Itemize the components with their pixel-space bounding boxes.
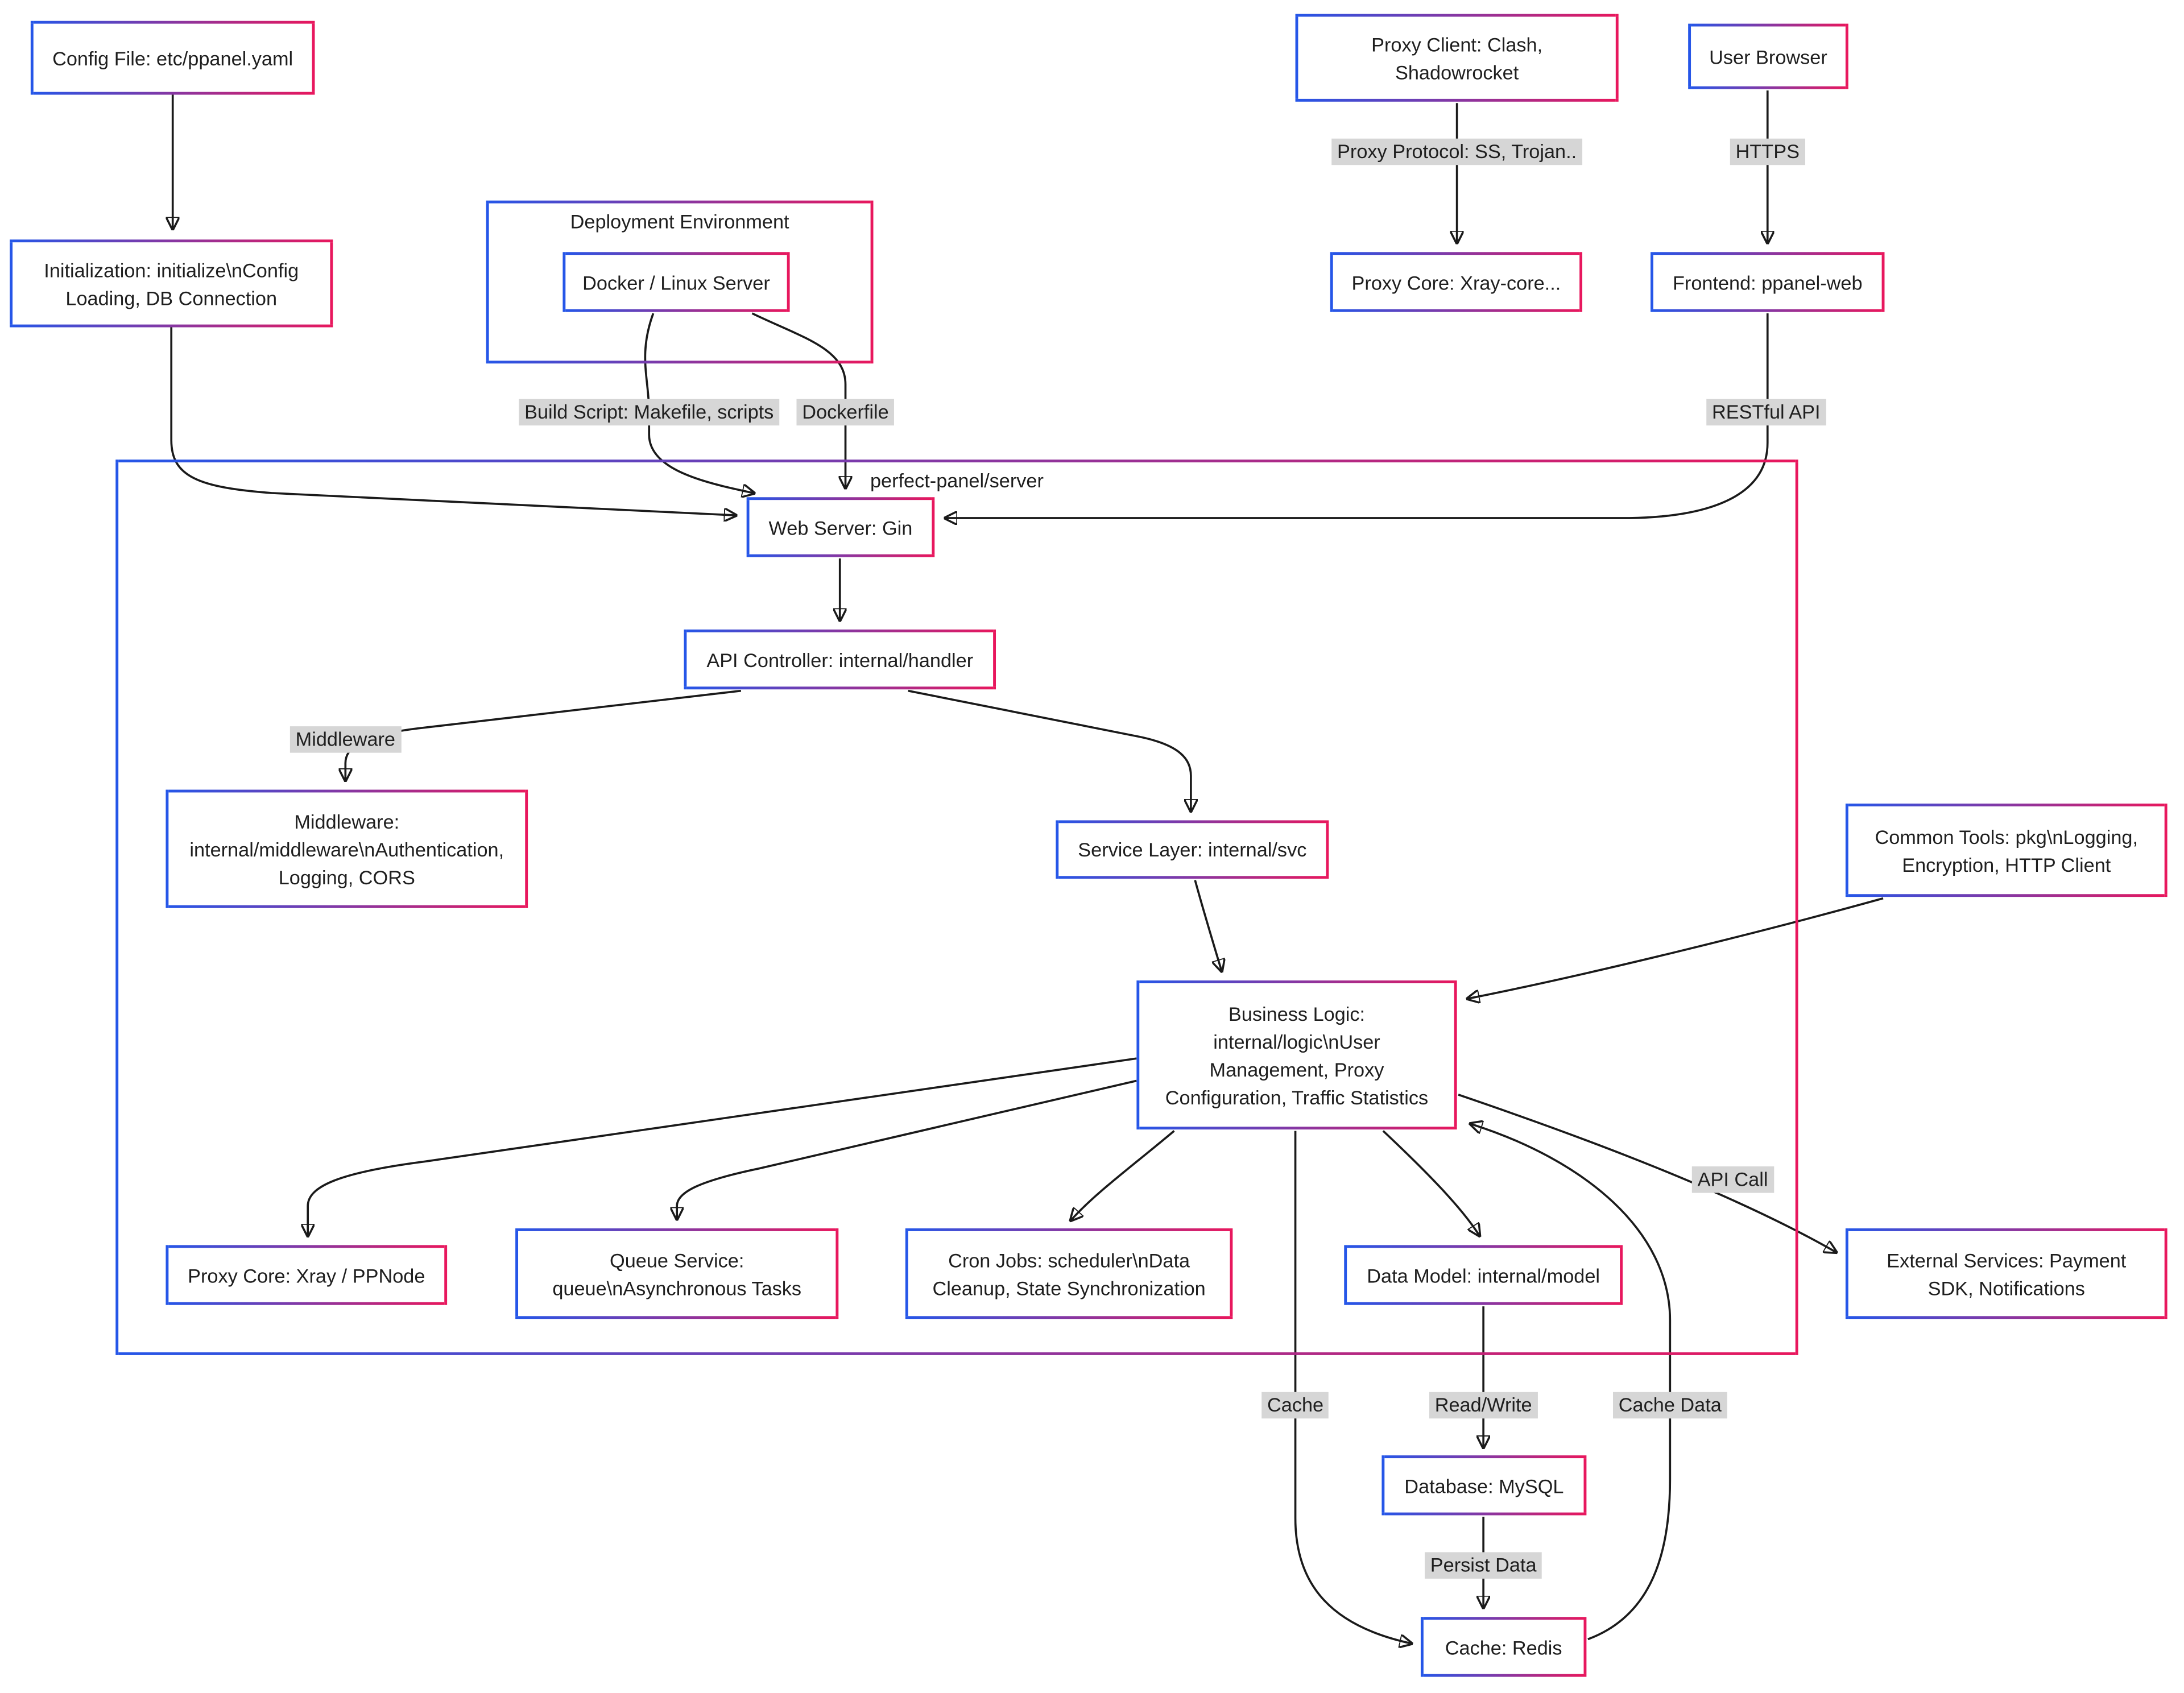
node-common-tools: Common Tools: pkg\nLogging, Encryption, …: [1845, 804, 2168, 897]
node-data-model: Data Model: internal/model: [1344, 1245, 1623, 1305]
node-cron-jobs-label-2: Cleanup, State Synchronization: [932, 1276, 1206, 1299]
edge-label-restful-api: RESTful API: [1706, 399, 1826, 426]
node-external-services-label-2: SDK, Notifications: [1927, 1276, 2085, 1299]
container-server-title: perfect-panel/server: [870, 469, 1044, 492]
edge-label-proxy-protocol: Proxy Protocol: SS, Trojan..: [1331, 138, 1583, 165]
node-proxy-core-xray: Proxy Core: Xray-core...: [1330, 252, 1583, 312]
node-initialization: Initialization: initialize\nConfig Loadi…: [10, 239, 333, 328]
node-cron-jobs: Cron Jobs: scheduler\nData Cleanup, Stat…: [905, 1228, 1233, 1319]
edge-label-persist-data: Persist Data: [1425, 1552, 1542, 1579]
node-middleware-label-1: Middleware:: [294, 810, 400, 833]
node-api-controller: API Controller: internal/handler: [684, 629, 996, 690]
node-database-mysql: Database: MySQL: [1381, 1455, 1587, 1516]
node-business-logic-label-1: Business Logic:: [1228, 1002, 1366, 1025]
node-config-file: Config File: etc/ppanel.yaml: [30, 20, 315, 95]
container-deployment-environment: Deployment Environment: [486, 200, 874, 364]
node-web-server: Web Server: Gin: [746, 497, 935, 557]
node-service-layer-label: Service Layer: internal/svc: [1078, 838, 1307, 861]
node-frontend: Frontend: ppanel-web: [1651, 252, 1885, 312]
node-middleware-label-2: internal/middleware\nAuthentication,: [189, 838, 504, 860]
node-external-services: External Services: Payment SDK, Notifica…: [1845, 1228, 2168, 1319]
node-queue-service: Queue Service: queue\nAsynchronous Tasks: [515, 1228, 839, 1319]
node-initialization-label-2: Loading, DB Connection: [65, 286, 278, 309]
node-external-services-label-1: External Services: Payment: [1887, 1248, 2127, 1271]
node-proxy-client-label-2: Shadowrocket: [1395, 60, 1519, 83]
node-proxy-core-ppnode: Proxy Core: Xray / PPNode: [166, 1245, 448, 1305]
edge-label-cache-data: Cache Data: [1612, 1392, 1727, 1419]
edge-label-api-call: API Call: [1691, 1166, 1774, 1193]
node-proxy-client-label-1: Proxy Client: Clash,: [1371, 32, 1543, 55]
edge-label-read-write: Read/Write: [1429, 1392, 1538, 1419]
node-api-controller-label: API Controller: internal/handler: [706, 648, 974, 671]
node-initialization-label-1: Initialization: initialize\nConfig: [44, 258, 299, 281]
node-data-model-label: Data Model: internal/model: [1367, 1264, 1600, 1286]
node-config-file-label: Config File: etc/ppanel.yaml: [52, 47, 293, 69]
edge-label-middleware: Middleware: [289, 726, 401, 753]
node-cache-redis-label: Cache: Redis: [1445, 1636, 1562, 1658]
node-common-tools-label-1: Common Tools: pkg\nLogging,: [1875, 825, 2138, 848]
node-middleware-label-3: Logging, CORS: [278, 866, 415, 888]
node-docker-label: Docker / Linux Server: [582, 271, 770, 293]
node-middleware: Middleware: internal/middleware\nAuthent…: [166, 789, 528, 908]
node-web-server-label: Web Server: Gin: [768, 516, 913, 539]
node-business-logic-label-2: internal/logic\nUser: [1213, 1030, 1380, 1053]
node-docker-linux-server: Docker / Linux Server: [562, 252, 790, 312]
node-business-logic: Business Logic: internal/logic\nUser Man…: [1136, 980, 1457, 1130]
container-deployment-title: Deployment Environment: [570, 210, 789, 233]
node-user-browser-label: User Browser: [1709, 45, 1827, 68]
node-cron-jobs-label-1: Cron Jobs: scheduler\nData: [948, 1248, 1190, 1271]
edge-label-build-script: Build Script: Makefile, scripts: [519, 399, 780, 426]
node-queue-service-label-1: Queue Service:: [610, 1248, 744, 1271]
node-database-mysql-label: Database: MySQL: [1404, 1474, 1564, 1497]
node-common-tools-label-2: Encryption, HTTP Client: [1902, 853, 2111, 876]
node-user-browser: User Browser: [1688, 23, 1848, 89]
edge-businesslogic-to-cache: [1294, 1131, 1411, 1644]
node-business-logic-label-3: Management, Proxy: [1209, 1058, 1384, 1081]
node-proxy-core-xray-label: Proxy Core: Xray-core...: [1351, 271, 1561, 293]
node-frontend-label: Frontend: ppanel-web: [1672, 271, 1863, 293]
node-cache-redis: Cache: Redis: [1420, 1617, 1587, 1677]
edge-label-https: HTTPS: [1730, 138, 1805, 165]
node-service-layer: Service Layer: internal/svc: [1056, 820, 1329, 879]
edge-label-dockerfile: Dockerfile: [796, 399, 895, 426]
node-queue-service-label-2: queue\nAsynchronous Tasks: [552, 1276, 802, 1299]
node-proxy-core-ppnode-label: Proxy Core: Xray / PPNode: [188, 1264, 425, 1286]
edge-label-cache: Cache: [1261, 1392, 1329, 1419]
node-business-logic-label-4: Configuration, Traffic Statistics: [1165, 1085, 1429, 1108]
node-proxy-client: Proxy Client: Clash, Shadowrocket: [1295, 14, 1619, 102]
